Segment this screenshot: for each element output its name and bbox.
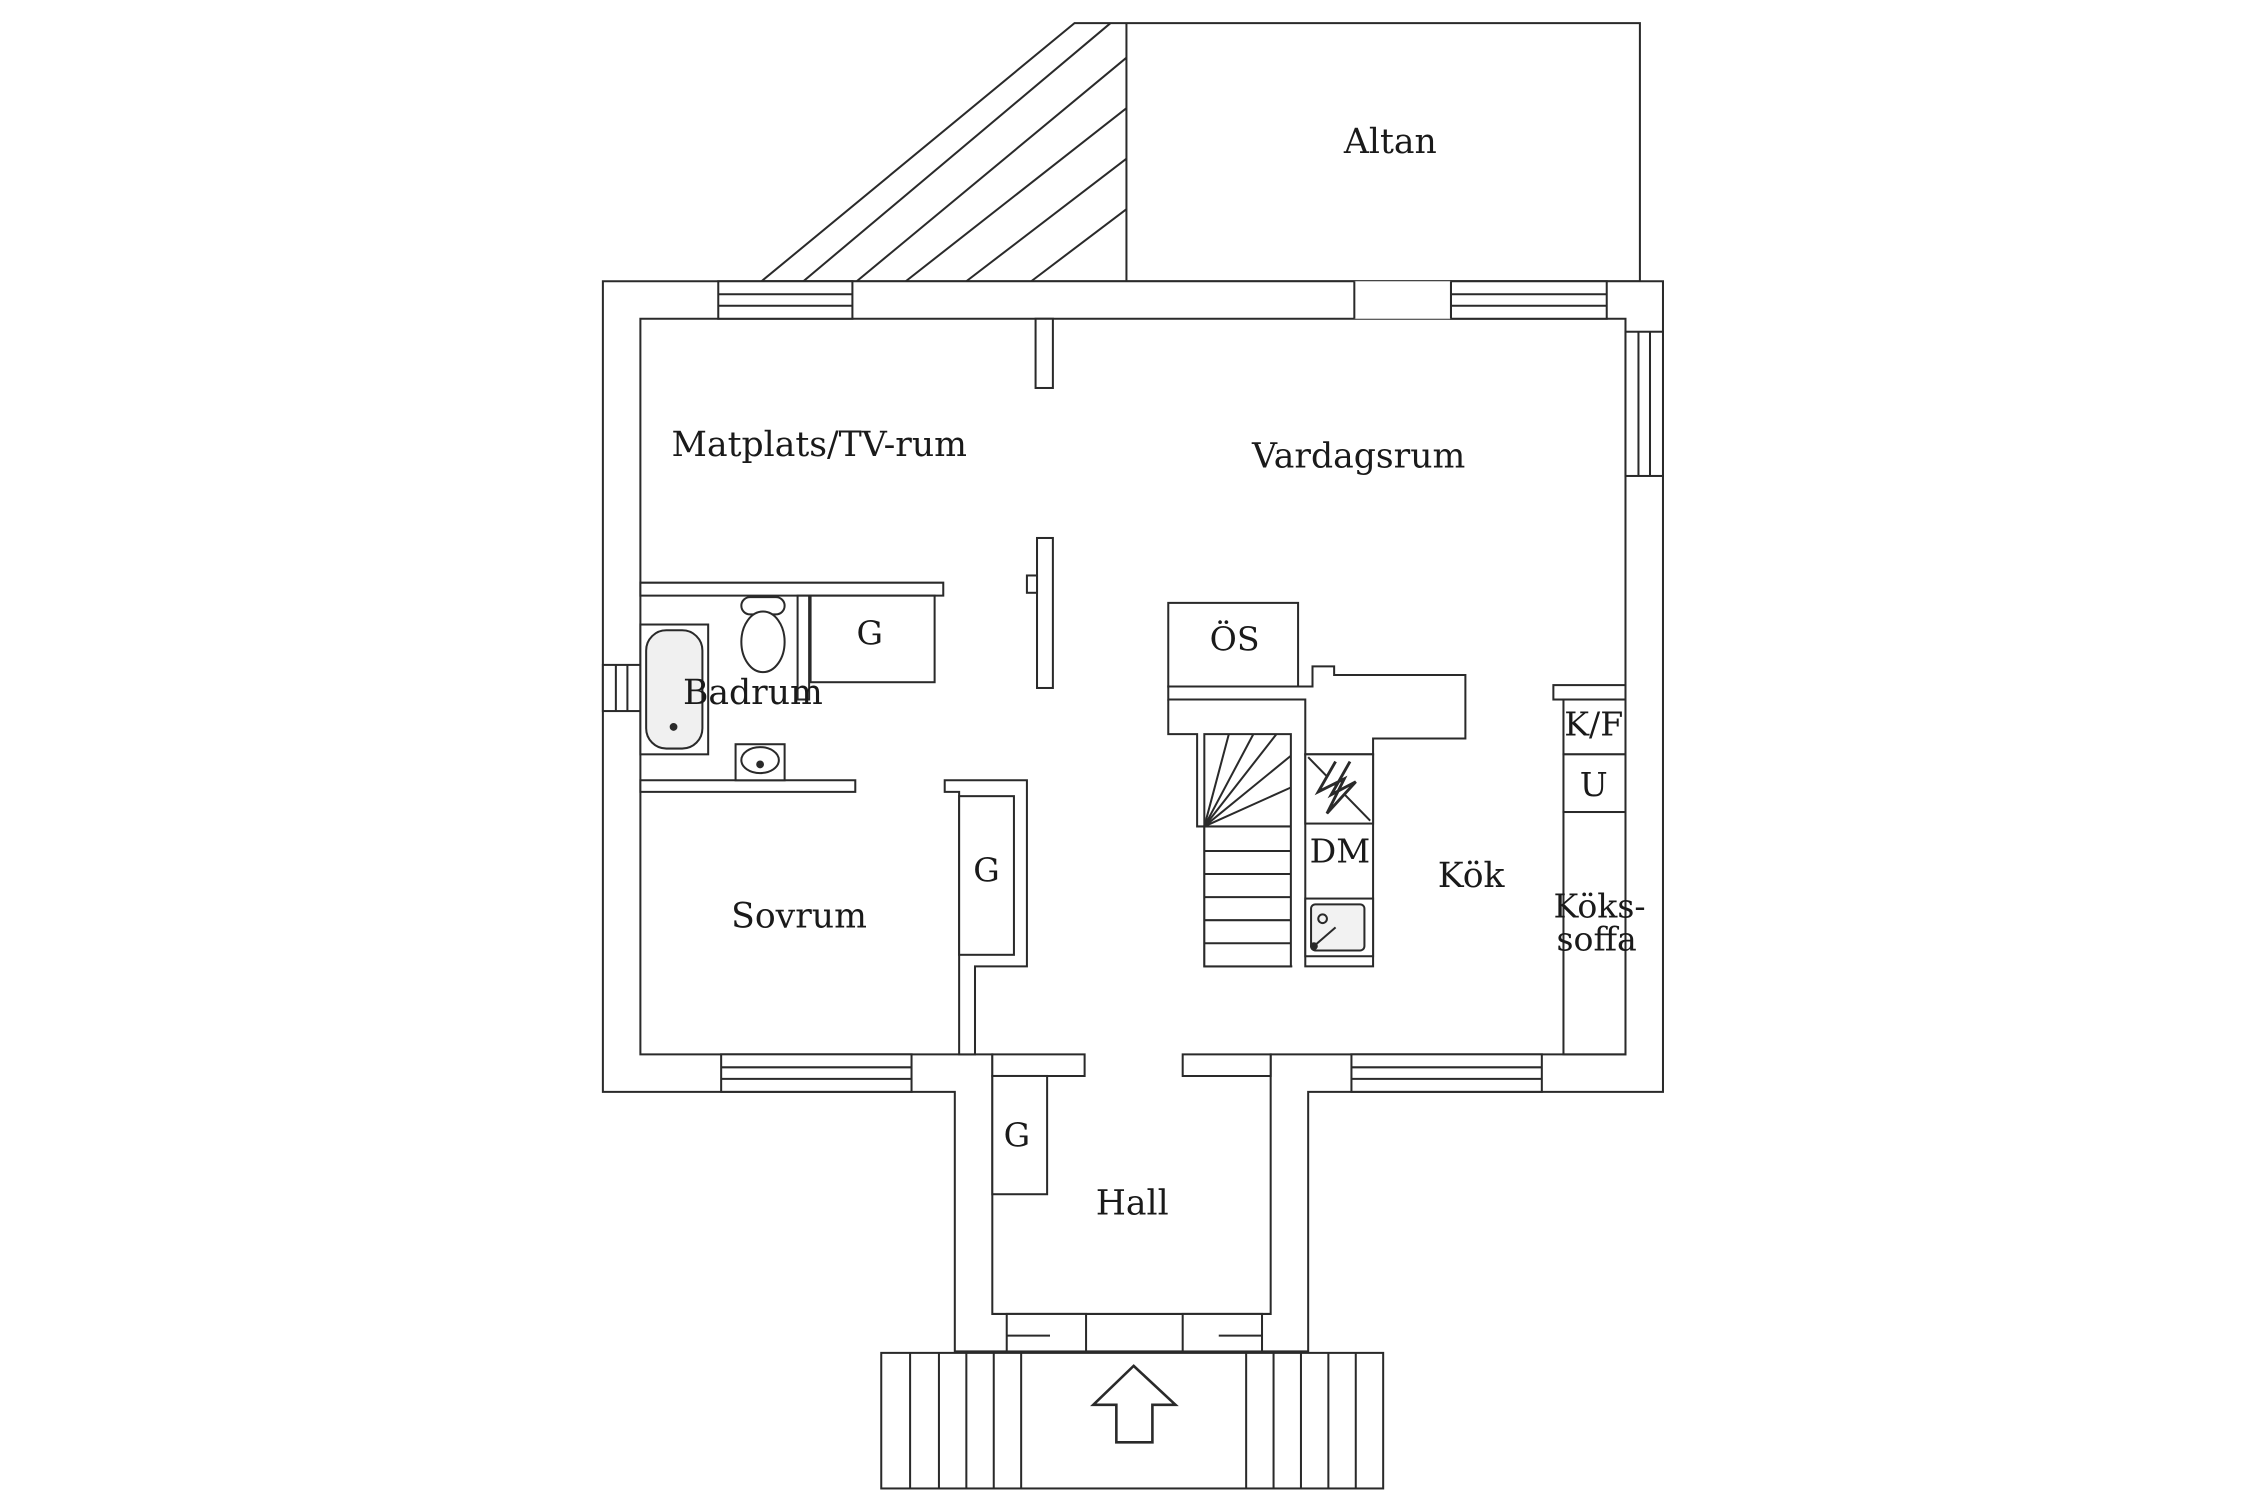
windows (601, 280, 1664, 1353)
cabinet-u (1562, 753, 1627, 814)
label-dishwasher: DM (1310, 832, 1371, 871)
label-badrum: Badrum (683, 673, 823, 713)
bathtub-icon (639, 623, 710, 756)
kitchen-sofa (1562, 811, 1627, 1056)
label-cabinet-u: U (1580, 765, 1608, 804)
labels: Altan Matplats/TV-rum Vardagsrum Badrum … (672, 122, 1646, 1224)
entrance-arrow-icon (1090, 1364, 1179, 1444)
closet-bedroom (958, 795, 1015, 956)
label-kitchen-sofa-2: soffa (1556, 919, 1636, 958)
closet-bathroom (809, 594, 936, 684)
label-fridge-freezer: K/F (1564, 705, 1623, 744)
label-matplats: Matplats/TV-rum (672, 425, 967, 465)
altan-deck (758, 22, 1641, 283)
kitchen-counter-top (1167, 665, 1467, 756)
sink-icon (734, 743, 786, 782)
fridge-freezer (1562, 698, 1627, 756)
label-altan: Altan (1343, 122, 1437, 162)
label-kitchen-sofa-1: Köks- (1553, 886, 1645, 925)
toilet-icon (740, 596, 786, 674)
staircase-icon (1203, 733, 1292, 968)
label-hall: Hall (1096, 1183, 1169, 1223)
closet-hall (991, 1074, 1049, 1196)
label-closet-hall: G (1004, 1116, 1031, 1155)
label-kok: Kök (1438, 856, 1506, 896)
label-oven: ÖS (1210, 618, 1260, 658)
label-closet-bedroom: G (973, 850, 1000, 889)
label-closet-bathroom: G (856, 614, 883, 653)
label-sovrum: Sovrum (731, 896, 867, 936)
stove-icon (1304, 753, 1375, 825)
kitchen-sink-icon (1304, 897, 1375, 958)
label-vardagsrum: Vardagsrum (1251, 436, 1465, 476)
shower-shelf (796, 594, 811, 701)
